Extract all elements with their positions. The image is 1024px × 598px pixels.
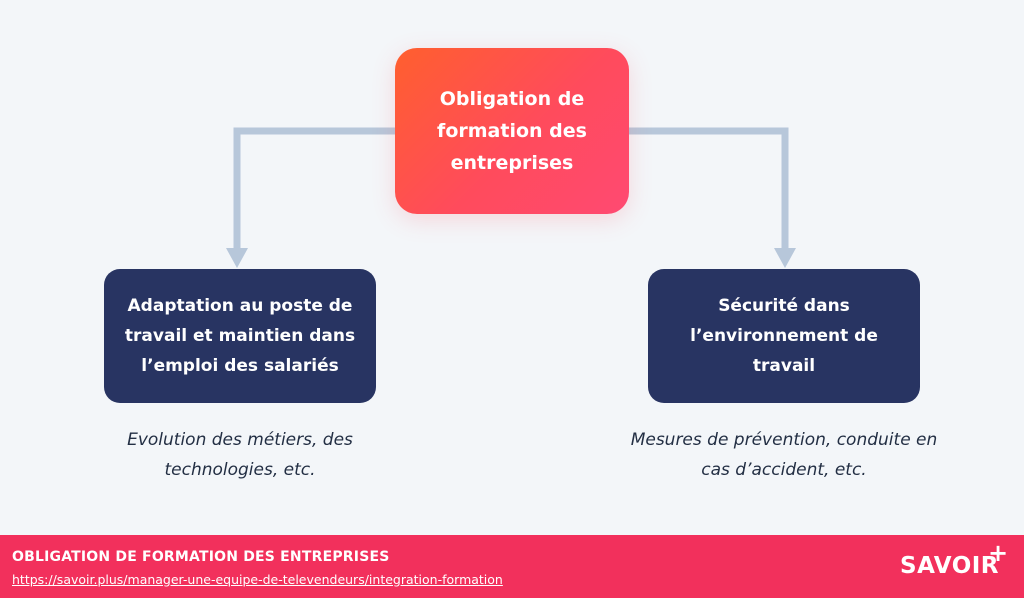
arrowhead-left-icon	[226, 248, 248, 268]
root-node: Obligation de formation des entreprises	[395, 48, 629, 214]
connector-left	[226, 127, 395, 268]
child-node-securite: Sécurité dans l’environnement de travail	[648, 269, 920, 403]
child-node-adaptation-note: Evolution des métiers, des technologies,…	[127, 430, 353, 480]
connector-right-line	[629, 127, 789, 250]
connector-right	[629, 127, 796, 268]
connector-left-line	[233, 127, 395, 250]
arrowhead-right-icon	[774, 248, 796, 268]
child-node-securite-note: Mesures de prévention, conduite en cas d…	[630, 430, 938, 480]
footer-title: OBLIGATION DE FORMATION DES ENTREPRISES	[12, 549, 390, 565]
footer-banner: OBLIGATION DE FORMATION DES ENTREPRISES …	[0, 535, 1024, 598]
child-node-adaptation: Adaptation au poste de travail et mainti…	[104, 269, 376, 403]
root-node-label: Obligation de formation des entreprises	[437, 88, 587, 174]
child-node-adaptation-label: Adaptation au poste de travail et mainti…	[124, 296, 356, 376]
plus-icon: +	[988, 539, 1009, 567]
savoir-logo: SAVOIR	[900, 553, 1000, 579]
footer-source-link[interactable]: https://savoir.plus/manager-une-equipe-d…	[12, 572, 503, 587]
child-node-securite-label: Sécurité dans l’environnement de travail	[690, 296, 878, 376]
